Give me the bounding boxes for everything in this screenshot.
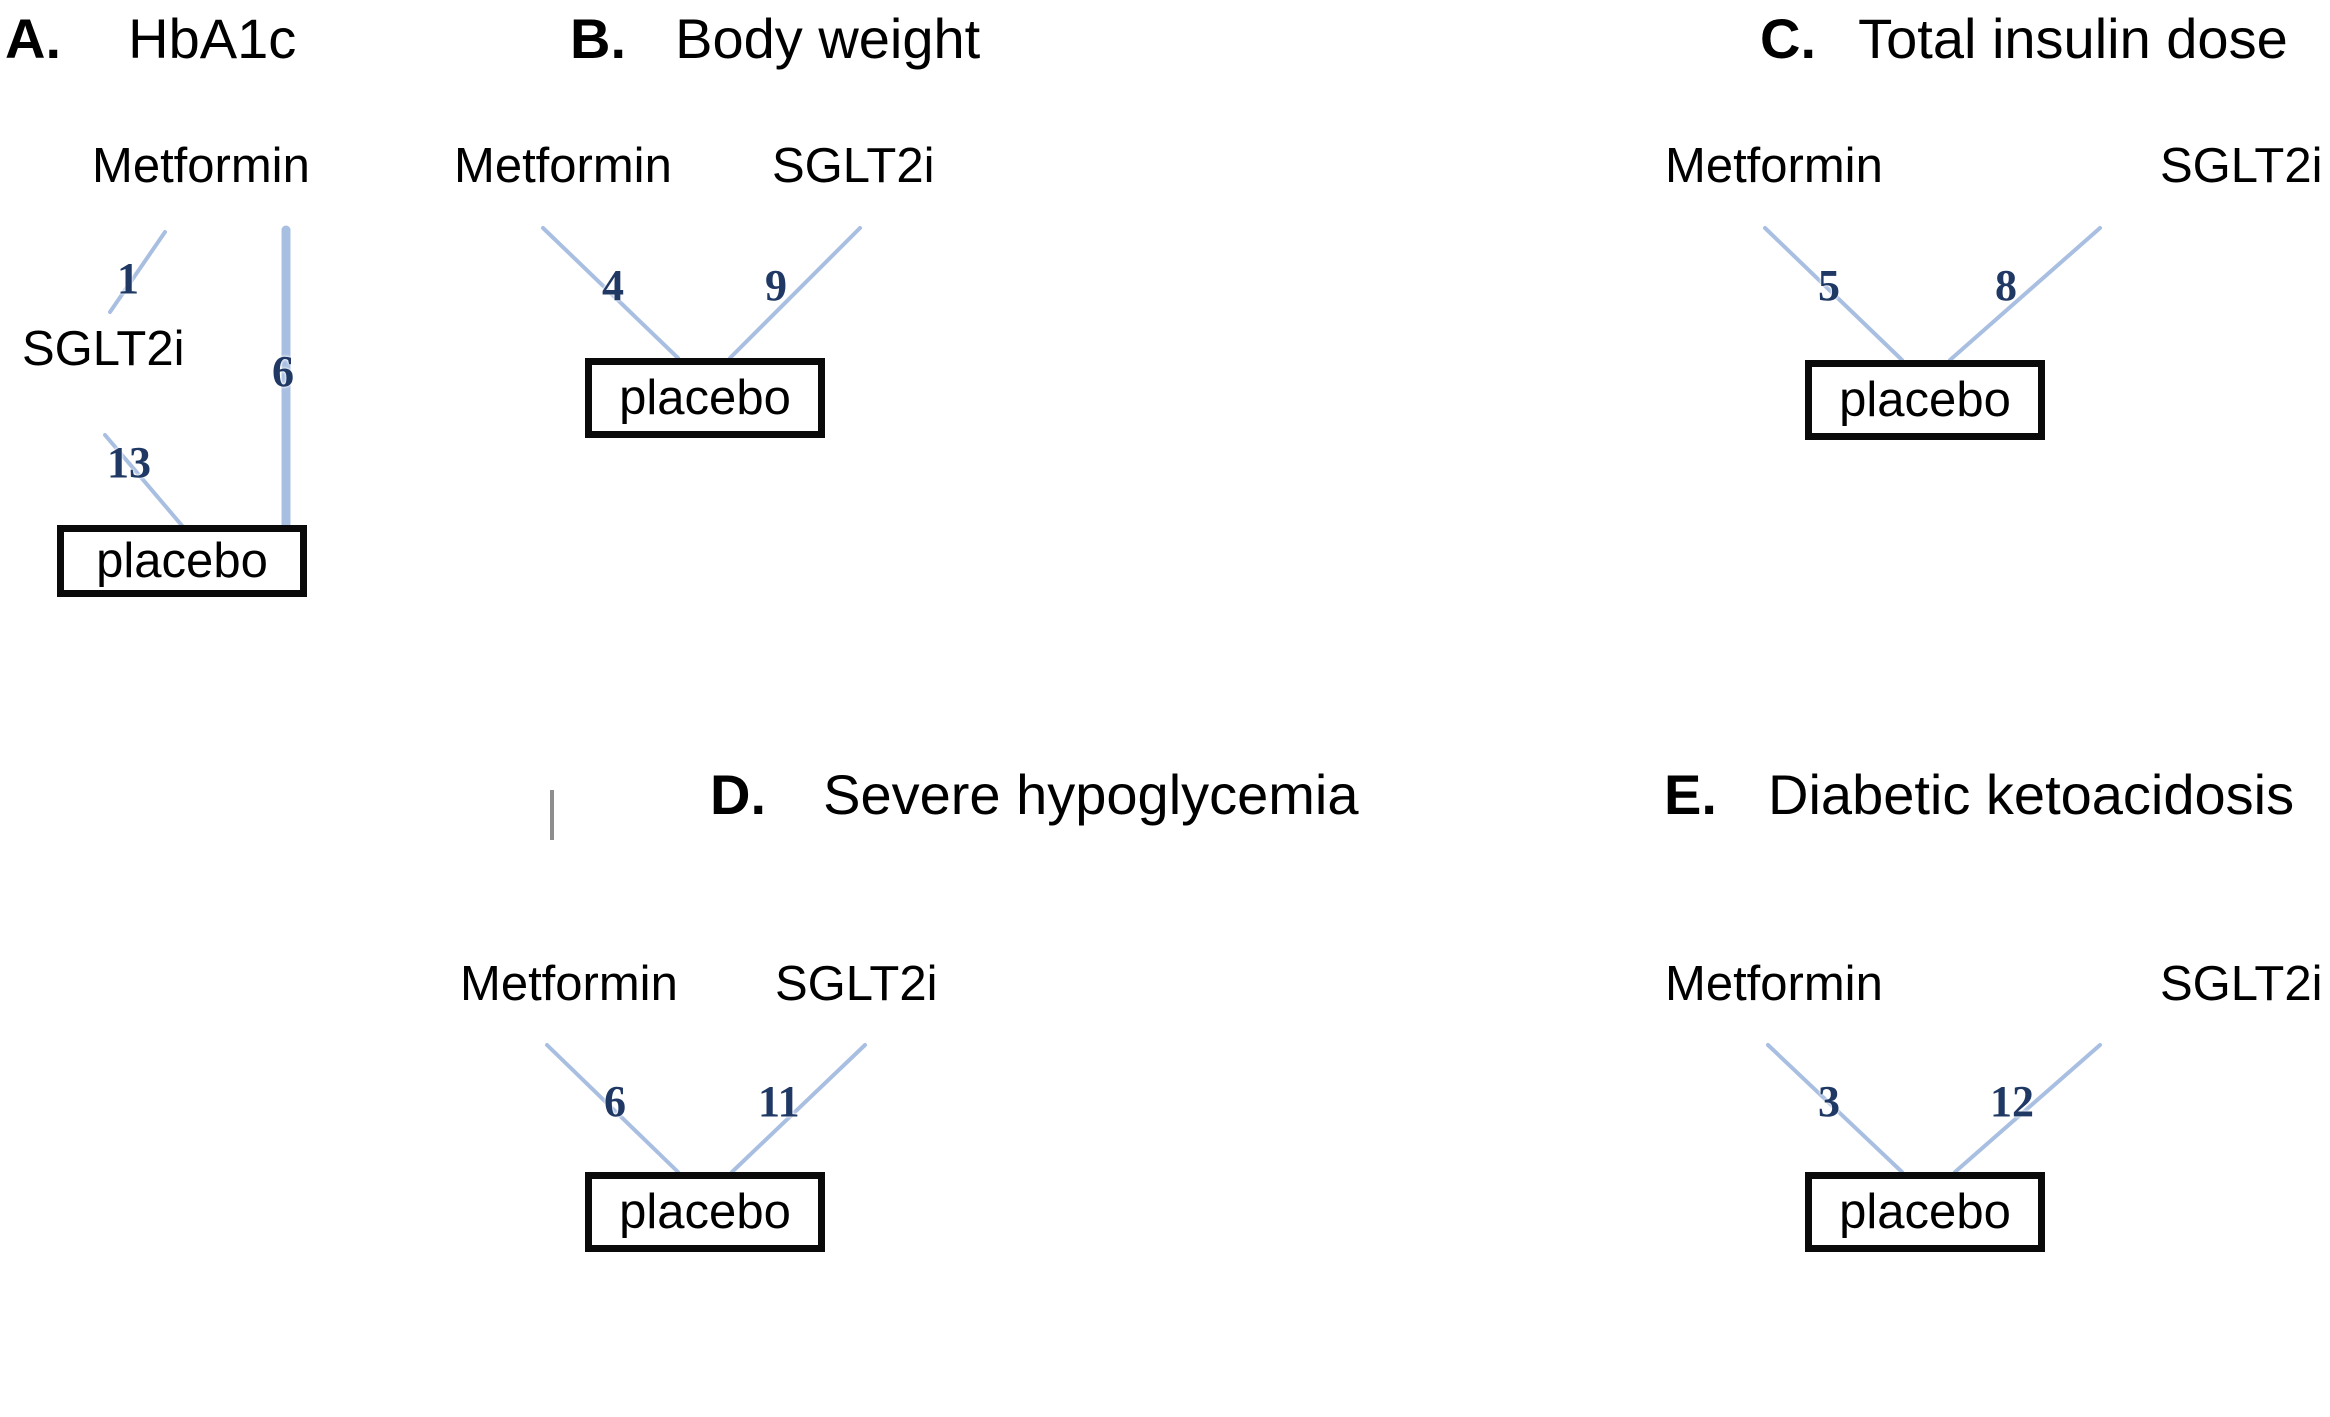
panel-c-edge-label-5: 5 [1818, 261, 1840, 310]
panel-d: D. Severe hypoglycemia Metformin SGLT2i … [460, 760, 1359, 1417]
panel-c: C. Total insulin dose Metformin SGLT2i 5… [1650, 0, 2330, 700]
panel-d-node-metformin: Metformin [460, 957, 678, 1011]
panel-a-edge-label-1: 1 [117, 254, 139, 303]
panel-c-edge-sglt2i-placebo [1948, 226, 2102, 362]
panel-b-title-text: Body weight [675, 7, 981, 70]
panel-e-edge-label-12: 12 [1990, 1077, 2034, 1126]
panel-e-node-sglt2i: SGLT2i [2160, 957, 2323, 1011]
panel-b: B. Body weight Metformin SGLT2i 4 9 plac… [454, 0, 1320, 700]
panel-c-node-sglt2i: SGLT2i [2160, 139, 2323, 193]
panel-b-node-sglt2i: SGLT2i [772, 139, 935, 193]
panel-c-edges [1763, 226, 2102, 362]
panel-e-node-metformin: Metformin [1665, 957, 1883, 1011]
panel-d-placebo-box[interactable]: placebo [585, 1172, 825, 1252]
panel-a-placebo-box[interactable]: placebo [57, 525, 307, 597]
panel-b-placebo-box[interactable]: placebo [585, 358, 825, 438]
panel-a-edge-label-13: 13 [107, 438, 151, 487]
panel-d-title-text: Severe hypoglycemia [823, 763, 1359, 826]
panel-d-placebo-label: placebo [619, 1184, 791, 1239]
panel-d-edge-label-11: 11 [758, 1077, 800, 1126]
panel-c-node-metformin: Metformin [1665, 139, 1883, 193]
panel-d-tick-mark [550, 790, 554, 840]
panel-d-edges [545, 1043, 867, 1174]
panel-e-title: E. Diabetic ketoacidosis [1664, 762, 2294, 827]
panel-c-edge-label-8: 8 [1995, 261, 2017, 310]
panel-b-node-metformin: Metformin [454, 139, 672, 193]
panel-d-letter: D. [710, 763, 766, 826]
panel-b-letter: B. [570, 7, 626, 70]
panel-d-edge-label-6: 6 [604, 1077, 626, 1126]
panel-c-letter: C. [1760, 7, 1816, 70]
panel-e-edge-label-3: 3 [1818, 1077, 1840, 1126]
panel-e: E. Diabetic ketoacidosis Metformin SGLT2… [1650, 760, 2330, 1417]
panel-c-title-text: Total insulin dose [1858, 7, 2288, 70]
panel-a-edge-label-6: 6 [272, 347, 294, 396]
panel-a-node-sglt2i: SGLT2i [22, 322, 185, 376]
panel-e-letter: E. [1664, 763, 1717, 826]
panel-e-placebo-label: placebo [1839, 1184, 2011, 1239]
panel-b-edge-sglt2i-placebo [728, 226, 862, 360]
panel-e-title-text: Diabetic ketoacidosis [1768, 763, 2295, 826]
panel-b-edges [541, 226, 862, 360]
panel-a-placebo-label: placebo [96, 533, 268, 588]
panel-b-edge-label-4: 4 [602, 261, 624, 310]
panel-a-title: A. HbA1c [5, 6, 296, 71]
panel-a-node-metformin: Metformin [92, 139, 310, 193]
panel-b-placebo-label: placebo [619, 370, 791, 425]
panel-e-placebo-box[interactable]: placebo [1805, 1172, 2045, 1252]
panel-c-placebo-box[interactable]: placebo [1805, 360, 2045, 440]
panel-d-title: D. Severe hypoglycemia [710, 762, 1359, 827]
panel-a-title-text: HbA1c [128, 7, 297, 70]
panel-c-placebo-label: placebo [1839, 372, 2011, 427]
panel-a: A. HbA1c Metformin SGLT2i 1 6 13 placebo [0, 0, 640, 700]
panel-c-title: C. Total insulin dose [1760, 6, 2288, 71]
panel-b-title: B. Body weight [570, 6, 980, 71]
panel-a-letter: A. [5, 7, 61, 70]
panel-b-edge-label-9: 9 [765, 261, 787, 310]
panel-d-node-sglt2i: SGLT2i [775, 957, 938, 1011]
